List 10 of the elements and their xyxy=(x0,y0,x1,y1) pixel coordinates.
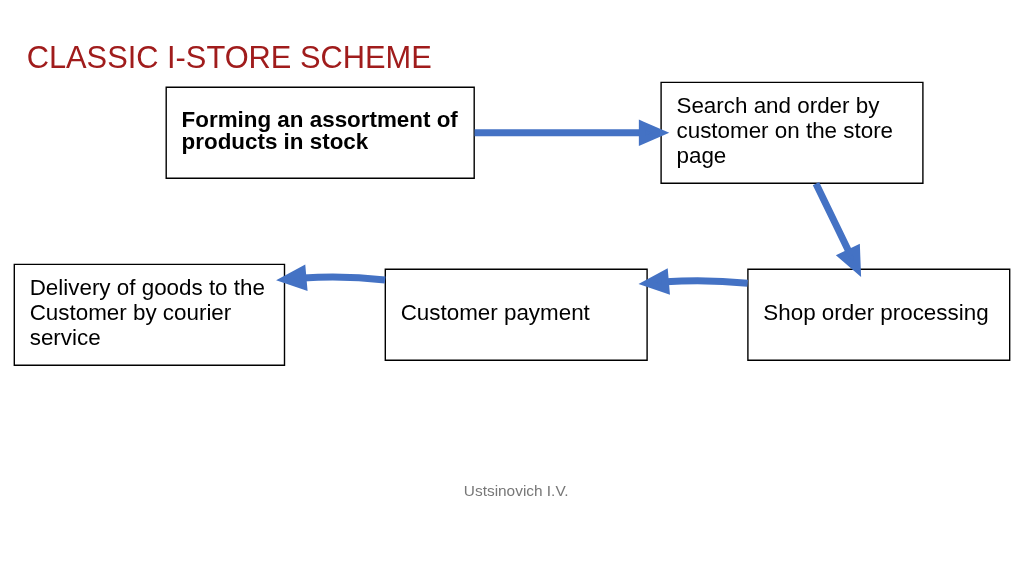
diagram-title: CLASSIC I-STORE SCHEME xyxy=(26,39,432,75)
node-box: Customer payment xyxy=(384,268,648,361)
node-box: Delivery of goods to the Customer by courier service xyxy=(13,263,286,366)
arrow xyxy=(474,118,670,146)
node-box: Shop order processing xyxy=(747,268,1011,361)
label: Ustsinovich I.V. xyxy=(463,481,569,499)
arrow xyxy=(276,263,386,291)
arrow xyxy=(812,181,862,277)
node-box: Search and order by customer on the store page xyxy=(660,81,924,184)
node-box: Forming an assortment of products in stock xyxy=(165,86,475,179)
